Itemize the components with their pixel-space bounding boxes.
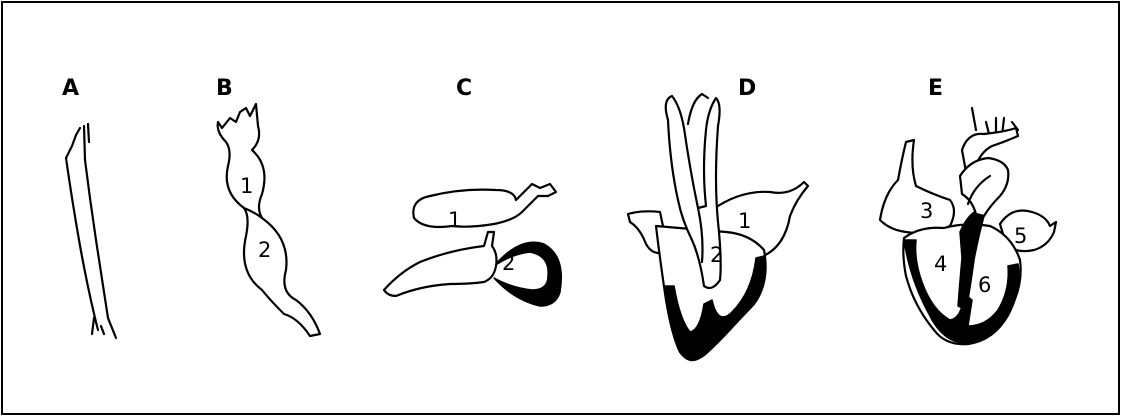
panel-b-number-2: 2 [258, 238, 271, 262]
panel-c: C 1 2 [384, 76, 561, 306]
panel-d: D 1 2 [628, 76, 808, 360]
panel-b-number-1: 1 [240, 174, 253, 198]
panel-e-number-4: 4 [934, 252, 947, 276]
panel-e-heart [880, 108, 1056, 344]
panel-d-heart [628, 94, 808, 360]
panel-e: E 3 4 5 6 [880, 76, 1056, 344]
panel-e-number-5: 5 [1014, 224, 1027, 248]
panel-a-heart-tube [66, 124, 116, 338]
panel-c-heart-loop [384, 184, 561, 306]
panel-c-label: C [456, 76, 472, 101]
panel-b-heart-tube [218, 104, 320, 336]
panel-d-number-2: 2 [710, 243, 723, 267]
panel-e-number-3: 3 [920, 199, 933, 223]
panel-e-label: E [928, 76, 943, 101]
panel-e-number-6: 6 [978, 273, 991, 297]
panel-c-number-2: 2 [502, 251, 515, 275]
panel-b-label: B [216, 76, 233, 101]
panel-d-number-1: 1 [738, 209, 751, 233]
panel-d-label: D [738, 76, 756, 101]
panel-a: A [62, 76, 116, 338]
panel-a-label: A [62, 76, 79, 101]
panel-b: B 1 2 [216, 76, 320, 336]
panel-c-number-1: 1 [448, 208, 461, 232]
